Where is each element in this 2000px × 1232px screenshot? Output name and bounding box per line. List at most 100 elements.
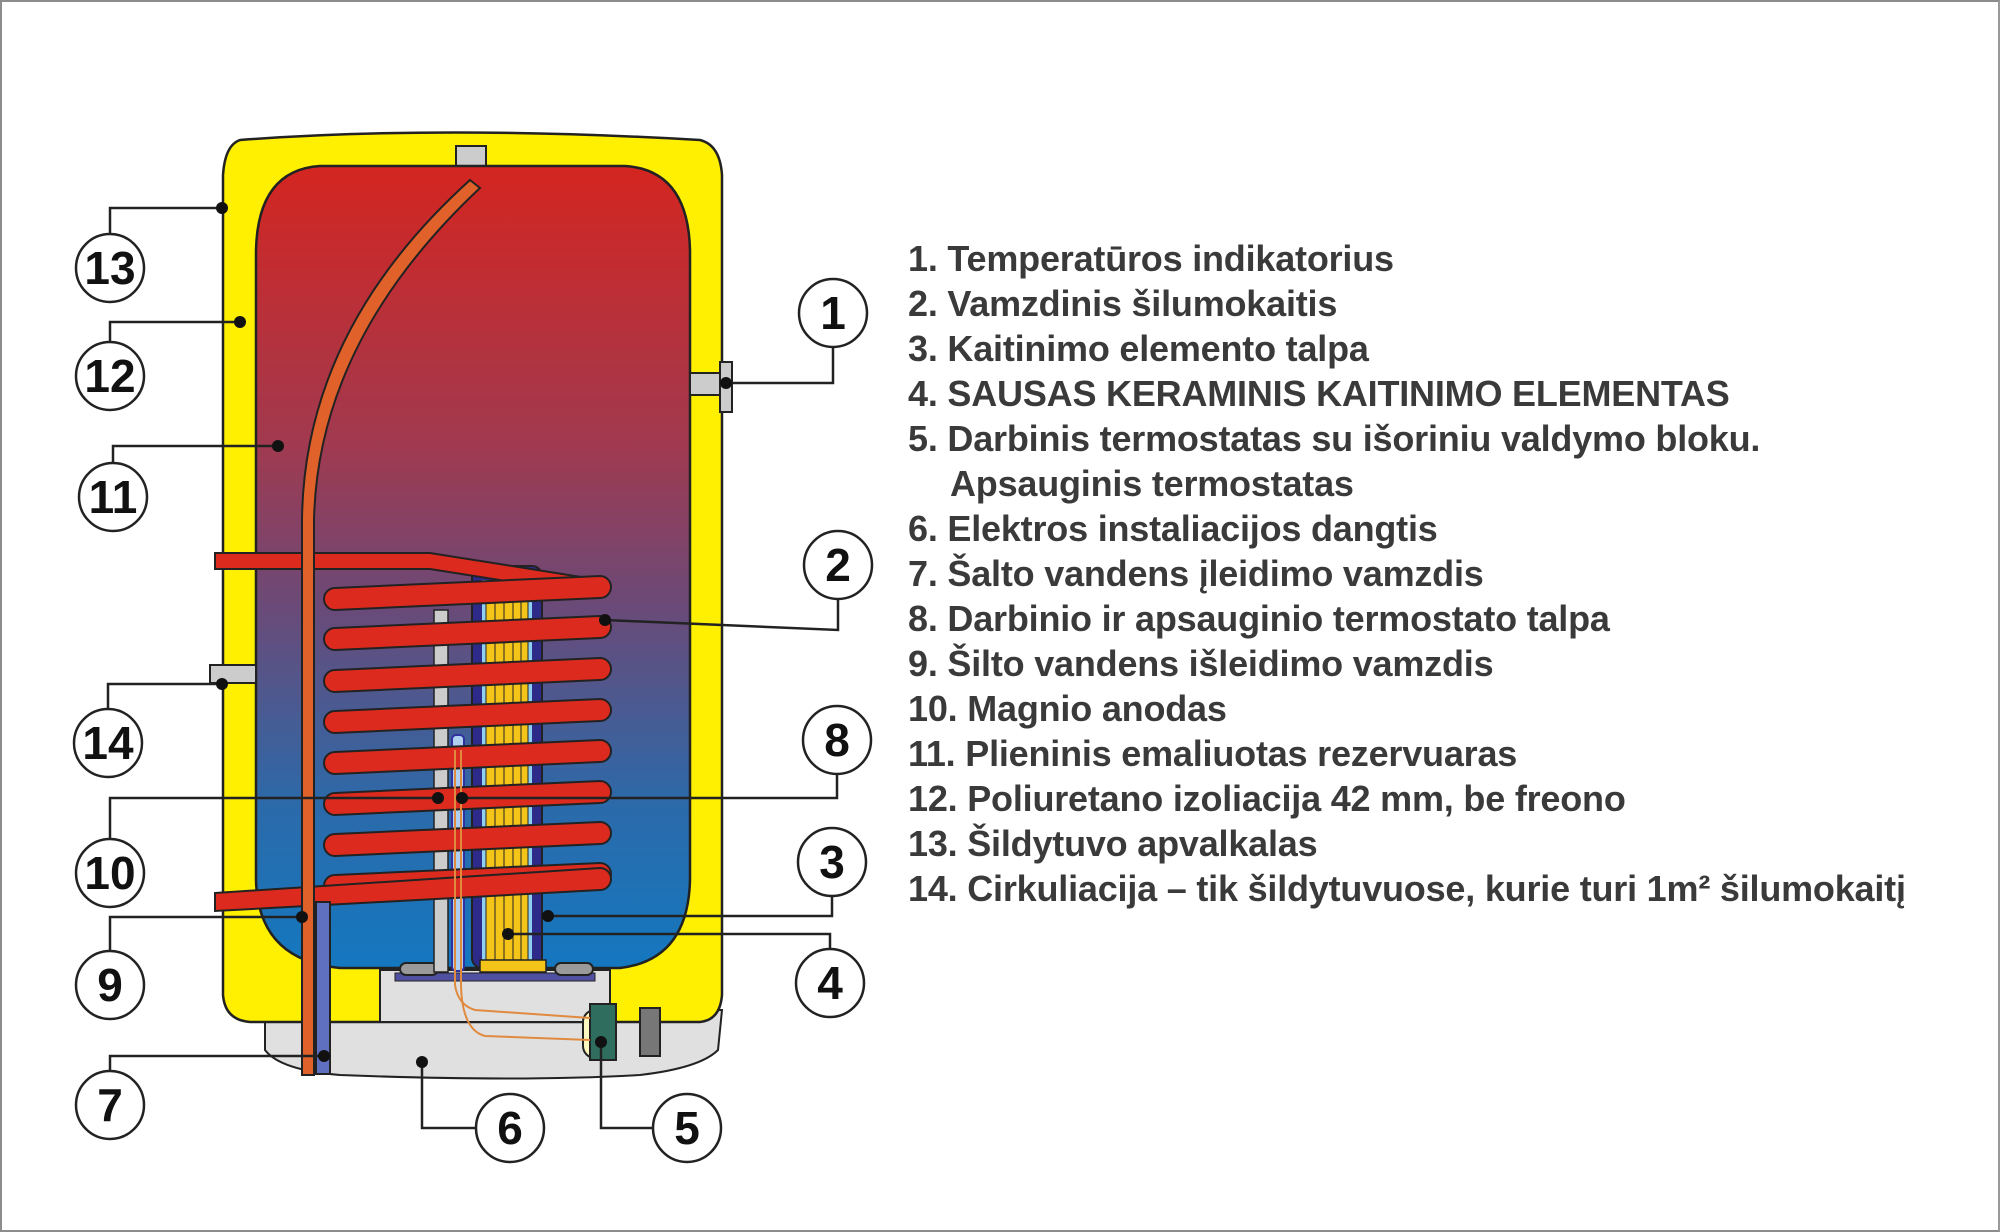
legend-item: 10. Magnio anodas [908,688,1227,729]
callout-5: 5 [651,1092,723,1164]
callout-10: 10 [74,837,146,909]
leader-dot-circulation [216,678,228,690]
legend-item: 11. Plieninis emaliuotas rezervuaras [908,733,1518,774]
leader-dot-hot-water-outlet [296,911,308,923]
callout-number: 7 [97,1079,123,1131]
thermostat [589,1003,617,1061]
callout-number: 14 [82,717,134,769]
element-flange [479,959,547,973]
legend-item: 4. SAUSAS KERAMINIS KAITINIMO ELEMENTAS [908,373,1730,414]
callout-13: 13 [74,232,146,304]
callout-number: 8 [824,714,850,766]
leader-line-hot-water-outlet [108,915,302,951]
legend-item: 7. Šalto vandens įleidimo vamzdis [908,553,1484,594]
leader-line-insulation [108,320,240,342]
legend-item: 1. Temperatūros indikatorius [908,238,1394,279]
legend: 1. Temperatūros indikatorius 2. Vamzdini… [908,236,1906,911]
legend-item: 2. Vamzdinis šilumokaitis [908,283,1338,324]
legend-item-continuation: Apsauginis termostatas [950,463,1354,504]
callout-circle [74,340,146,412]
top-fitting [455,145,487,169]
legend-item: 5. Darbinis termostatas su išoriniu vald… [908,418,1761,459]
callout-circle [74,837,146,909]
leader-line-heating-element-sleeve [548,896,834,918]
callout-circle [794,947,866,1019]
callout-7: 7 [74,1069,146,1141]
leader-line-thermostat [599,1042,653,1130]
callout-number: 3 [819,836,845,888]
callout-number: 4 [817,957,843,1009]
callout-number: 11 [89,471,138,523]
callout-1: 1 [797,277,869,349]
leader-dot-heater-casing [216,202,228,214]
callout-3: 3 [796,826,868,898]
callout-8: 8 [801,704,873,776]
leader-dot-tube-heat-exchanger [599,614,611,626]
leader-dot-cold-water-inlet [318,1050,330,1062]
circulation-fitting [209,664,257,684]
callout-number: 5 [674,1102,700,1154]
legend-item: 13. Šildytuvo apvalkalas [908,823,1318,864]
ceramic-heating-element [485,583,529,961]
leader-line-ceramic-heating-element [508,932,832,949]
leader-dot-electrical-cover [416,1056,428,1068]
leader-dot-thermostat [595,1036,607,1048]
callout-12: 12 [74,340,146,412]
coil-turn [323,656,612,694]
flange-base [394,972,596,982]
callout-circle [474,1092,546,1164]
callout-9: 9 [74,949,146,1021]
leader-dot-ceramic-heating-element [502,928,514,940]
coil-turn [323,697,612,735]
leader-dot-temperature-indicator [720,377,732,389]
coil-turn [323,738,612,776]
callout-number: 2 [825,539,851,591]
leader-line-temperature-indicator [726,347,835,385]
callout-number: 13 [84,242,135,294]
coil-turn [323,574,612,612]
leader-line-circulation [106,682,222,709]
leader-dot-thermostat-pocket [456,792,468,804]
callout-number: 9 [97,959,123,1011]
thermostat-knob [639,1007,661,1057]
leader-dot-heating-element-sleeve [542,910,554,922]
thermostat-pocket [451,734,465,972]
leader-line-electrical-cover [420,1062,476,1130]
callout-circle [74,949,146,1021]
callout-number: 6 [497,1102,523,1154]
callout-11: 11 [77,461,149,533]
callout-number: 12 [84,350,135,402]
leader-line-steel-tank [111,444,278,463]
callout-circle [72,707,144,779]
leader-dot-insulation [234,316,246,328]
callout-6: 6 [474,1092,546,1164]
legend-item: 6. Elektros instaliacijos dangtis [908,508,1438,549]
callout-circle [651,1092,723,1164]
flange-foot-left [399,962,439,976]
callout-circle [797,277,869,349]
leader-dot-steel-tank [272,440,284,452]
callout-4: 4 [794,947,866,1019]
legend-item: 3. Kaitinimo elemento talpa [908,328,1369,369]
leader-dot-magnesium-anode [432,792,444,804]
callout-circle [77,461,149,533]
callout-circle [796,826,868,898]
leader-line-thermostat-pocket [462,774,839,800]
flange-foot-right [554,962,594,976]
legend-item: 12. Poliuretano izoliacija 42 mm, be fre… [908,778,1626,819]
callout-circle [801,704,873,776]
temperature-indicator [689,372,723,396]
callout-circle [802,529,874,601]
leader-line-cold-water-inlet [108,1054,324,1071]
callout-14: 14 [72,707,144,779]
hot-water-outlet [301,178,482,1076]
callout-circle [74,1069,146,1141]
legend-item: 14. Cirkuliacija – tik šildytuvuose, kur… [908,868,1906,909]
cold-water-inlet [315,901,331,1075]
leader-line-heater-casing [108,206,222,234]
leader-line-magnesium-anode [108,796,438,839]
callout-circle [74,232,146,304]
callout-number: 1 [820,287,846,339]
legend-item: 9. Šilto vandens išleidimo vamzdis [908,643,1494,684]
